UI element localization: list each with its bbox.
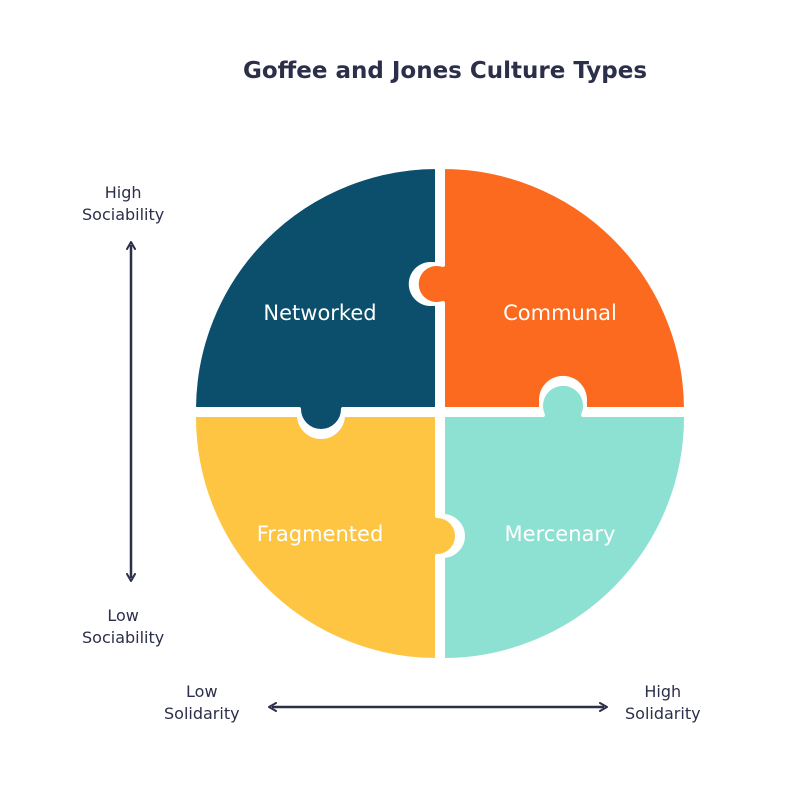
mercenary-piece: [441, 381, 689, 662]
mercenary-label: Mercenary: [505, 522, 616, 546]
fragmented-piece: [191, 413, 459, 662]
networked-label: Networked: [263, 301, 376, 325]
networked-piece: [192, 165, 439, 433]
diagram-title: Goffee and Jones Culture Types: [242, 58, 648, 84]
communal-label: Communal: [503, 301, 617, 325]
fragmented-label: Fragmented: [257, 522, 384, 546]
communal-piece: [414, 165, 688, 411]
